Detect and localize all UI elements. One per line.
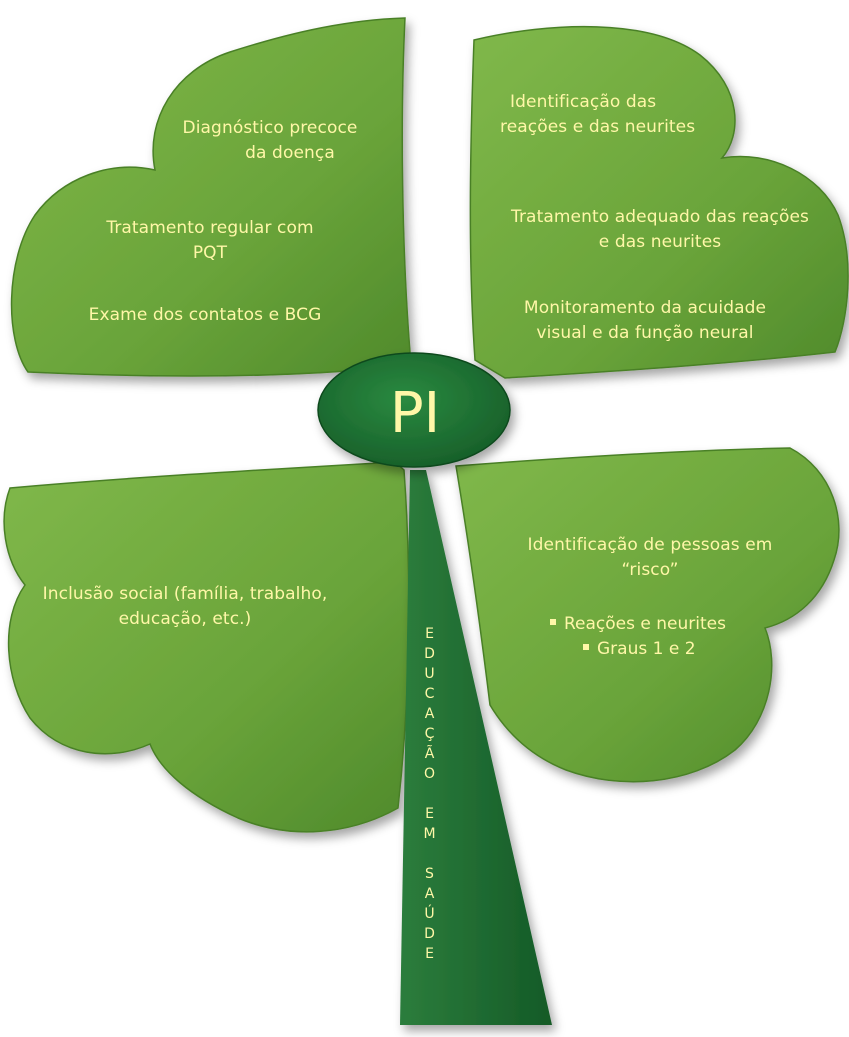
bullet-square-icon (583, 644, 589, 650)
identification-reactions-text: Identificação das reações e das neurites (500, 92, 696, 137)
monitoring-text: Monitoramento da acuidade visual e da fu… (523, 298, 767, 343)
treatment-pqt-text: Tratamento regular com PQT (106, 218, 314, 263)
stem-letter: M (423, 826, 437, 842)
stem-letter: E (425, 806, 435, 822)
bullet-square-icon (550, 619, 556, 625)
bottom-left-leaf (3, 461, 410, 833)
stem-letter: E (425, 626, 435, 642)
bottom-right-leaf (455, 447, 840, 783)
stem-letter: A (424, 886, 436, 902)
stem-letter: O (423, 766, 437, 782)
stem-letter: U (424, 666, 436, 682)
stem-letter: Ú (424, 906, 436, 922)
stem (400, 470, 552, 1025)
stem-letter: E (425, 946, 435, 962)
stem-letter: D (424, 646, 436, 662)
diagnosis-text: Diagnóstico precoce da doença (182, 118, 358, 163)
risk-identification-text: Identificação de pessoas em “risco” (527, 535, 773, 580)
top-left-leaf (10, 17, 411, 377)
stem-letter: A (424, 706, 436, 722)
stem-letter: C (424, 686, 436, 702)
adequate-treatment-text: Tratamento adequado das reações e das ne… (510, 207, 809, 252)
top-right-leaf (469, 25, 849, 379)
bullet-reactions: Reações e neurites (550, 612, 726, 637)
stem-letter: D (424, 926, 436, 942)
bullet-grades: Graus 1 e 2 (583, 637, 696, 662)
stem-letter: Ã (424, 746, 436, 762)
stem-letter: Ç (424, 726, 436, 742)
center-label: PI (389, 380, 441, 446)
social-inclusion-text: Inclusão social (família, trabalho, educ… (42, 584, 328, 629)
stem-letter: S (425, 866, 435, 882)
center-ellipse (317, 352, 511, 468)
contacts-bcg-text: Exame dos contatos e BCG (88, 305, 322, 325)
